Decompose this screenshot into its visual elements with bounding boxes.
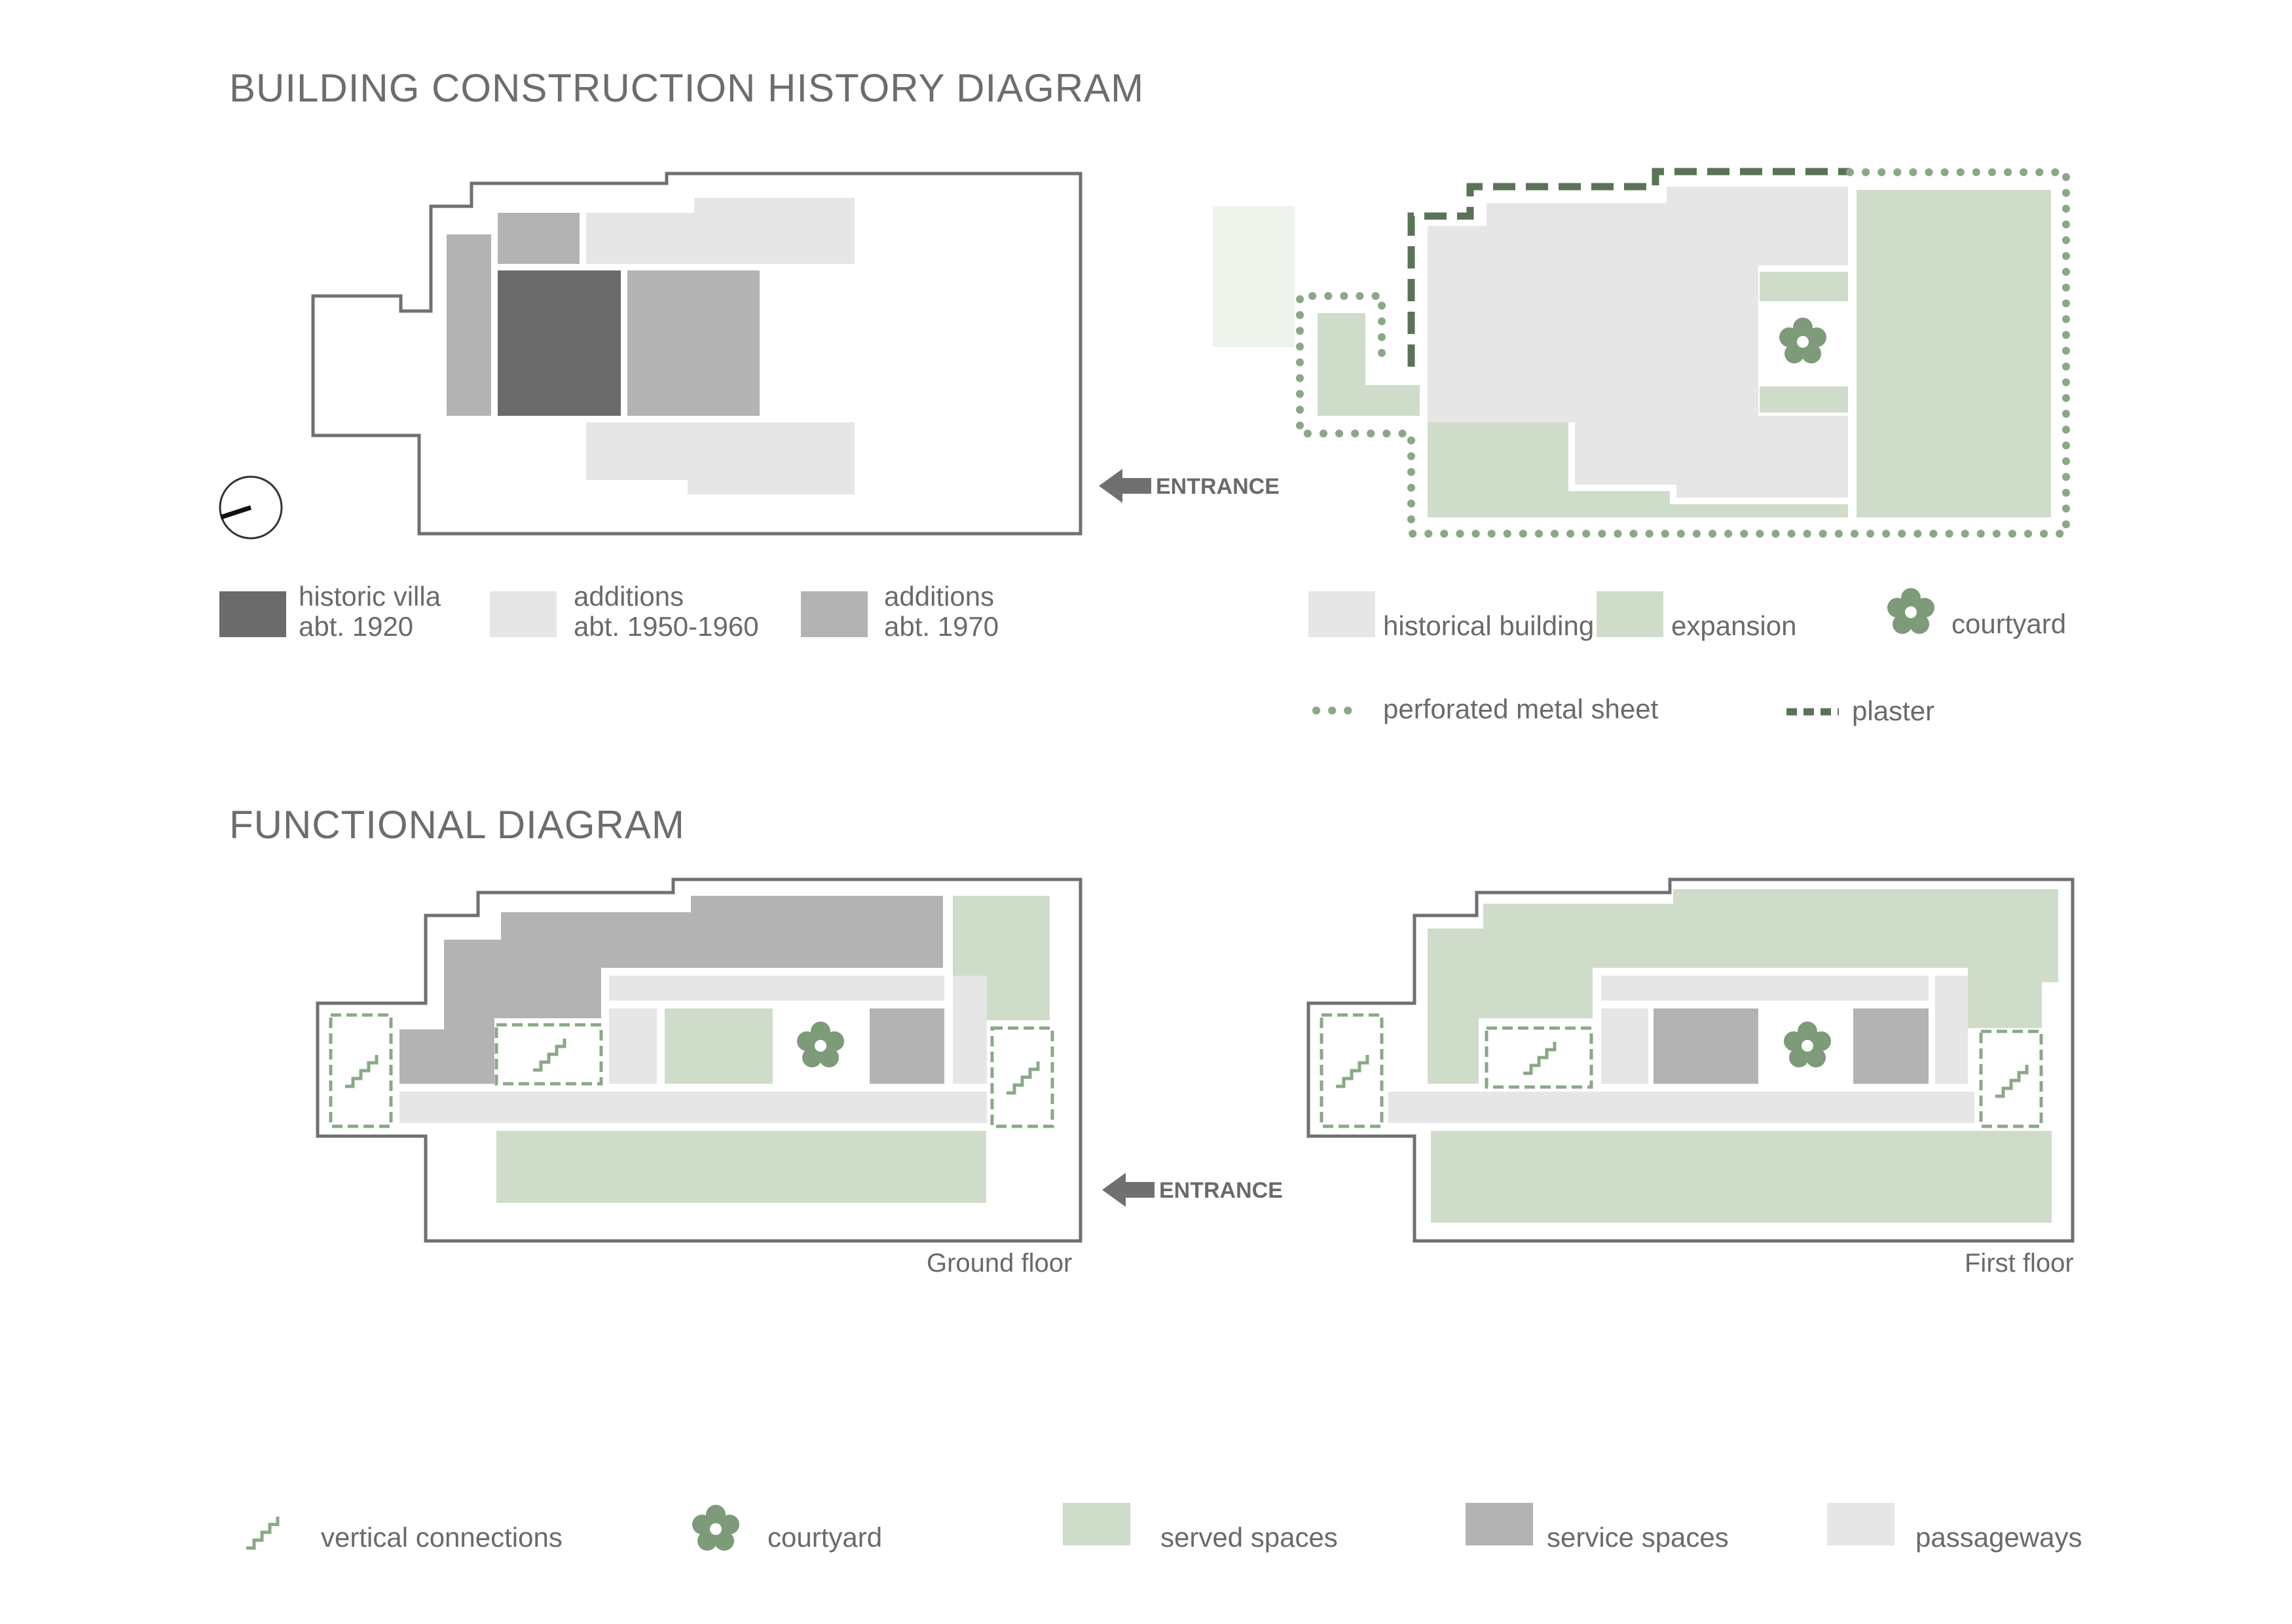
- addition-1970-small: [498, 213, 580, 264]
- passage-inner-right: [953, 976, 987, 1084]
- construction-history-plan: [219, 172, 1082, 540]
- legend-label-served: served spaces: [1160, 1522, 1338, 1553]
- historical-building-block: [1428, 187, 1848, 498]
- passage-main: [399, 1092, 987, 1123]
- addition-1970-block: [627, 270, 760, 416]
- legend-stair-icon: [246, 1517, 278, 1548]
- served-space-top-first: [1428, 889, 2058, 1084]
- entrance-label-top: ENTRANCE: [1156, 474, 1280, 499]
- legend-label-villa: historic villa abt. 1920: [299, 581, 449, 642]
- functional-title: FUNCTIONAL DIAGRAM: [229, 803, 685, 847]
- caption-first-floor: First floor: [1965, 1249, 2074, 1278]
- first-floor-outline: [1306, 877, 2075, 1243]
- served-space-bottom-first: [1431, 1131, 2052, 1223]
- legend-label-service: service spaces: [1547, 1522, 1729, 1553]
- legend-swatch-additions-1950: [490, 591, 557, 637]
- legend-label-vertical: vertical connections: [321, 1522, 563, 1553]
- entrance-marker-top: ENTRANCE: [1099, 469, 1280, 503]
- entrance-marker-bottom: ENTRANCE: [1102, 1173, 1283, 1207]
- entrance-arrow-icon: [1099, 469, 1151, 503]
- expansion-courtyard-top: [1760, 272, 1848, 301]
- legend-flower-icon: [1887, 588, 1934, 634]
- ground-floor-plan: [316, 877, 1082, 1243]
- expansion-left-wing: [1318, 313, 1420, 416]
- legend-swatch-service: [1466, 1503, 1533, 1545]
- addition-1950-bottom: [586, 422, 855, 494]
- ground-floor-outline: [316, 877, 1082, 1243]
- passage-main-first: [1388, 1092, 1974, 1123]
- expansion-courtyard-bottom: [1760, 386, 1848, 413]
- entrance-label-bottom: ENTRANCE: [1159, 1178, 1283, 1203]
- served-space-bottom: [496, 1131, 986, 1203]
- caption-ground-floor: Ground floor: [927, 1249, 1072, 1278]
- legend-swatch-historical: [1308, 591, 1375, 637]
- served-space-courtyard: [665, 1008, 773, 1084]
- legend-label-plaster: plaster: [1852, 695, 1934, 726]
- passage-inner-left: [609, 1008, 657, 1084]
- legend-label-historical: historical building: [1383, 610, 1594, 641]
- legend-label-additions-1970: additions abt. 1970: [884, 581, 1002, 642]
- passage-inner-left-first: [1601, 1008, 1648, 1084]
- annex-pale-block: [1213, 206, 1295, 347]
- legend-label-courtyard-functional: courtyard: [767, 1522, 882, 1553]
- historic-villa-block: [498, 270, 621, 416]
- legend-swatch-villa: [219, 591, 286, 637]
- legend-label-additions-1950: additions abt. 1950-1960: [574, 581, 759, 642]
- functional-legend: vertical connections courtyard served sp…: [246, 1503, 2082, 1553]
- service-space-first-left: [1654, 1008, 1758, 1084]
- passage-inner-right-first: [1935, 976, 1968, 1084]
- building-outline: [311, 172, 1082, 536]
- construction-title: BUILDING CONSTRUCTION HISTORY DIAGRAM: [229, 66, 1144, 110]
- addition-1970-strip: [447, 234, 491, 416]
- legend-label-courtyard-top: courtyard: [1951, 608, 2066, 639]
- passage-inner-top-first: [1601, 976, 1929, 1001]
- materials-plan: [1213, 168, 2070, 538]
- history-legend: historic villa abt. 1920 additions abt. …: [219, 581, 1002, 642]
- plaster-line: [1407, 168, 1850, 367]
- compass-icon: [219, 475, 283, 540]
- materials-legend: historical building expansion courtyard …: [1308, 588, 2066, 726]
- flower-icon-ground: [797, 1022, 844, 1067]
- addition-1950-top: [586, 198, 855, 264]
- legend-label-expansion: expansion: [1671, 610, 1796, 641]
- expansion-bottom-wing: [1428, 422, 1848, 517]
- first-floor-plan: [1306, 877, 2075, 1243]
- expansion-right-wing: [1857, 190, 2051, 517]
- entrance-arrow-icon: [1102, 1173, 1155, 1207]
- passage-inner-top: [609, 976, 944, 1001]
- service-space-top: [399, 896, 943, 1084]
- legend-swatch-served: [1063, 1503, 1130, 1545]
- service-space-courtyard: [870, 1008, 944, 1084]
- legend-swatch-passage: [1827, 1503, 1895, 1545]
- legend-swatch-additions-1970: [801, 591, 868, 637]
- legend-flower-icon-functional: [692, 1505, 739, 1551]
- service-space-first-right: [1853, 1008, 1929, 1084]
- legend-label-perforated: perforated metal sheet: [1383, 693, 1659, 724]
- flower-icon-first: [1784, 1022, 1831, 1067]
- legend-swatch-expansion: [1597, 591, 1663, 637]
- legend-label-passage: passageways: [1915, 1522, 2082, 1553]
- flower-icon: [1779, 318, 1826, 363]
